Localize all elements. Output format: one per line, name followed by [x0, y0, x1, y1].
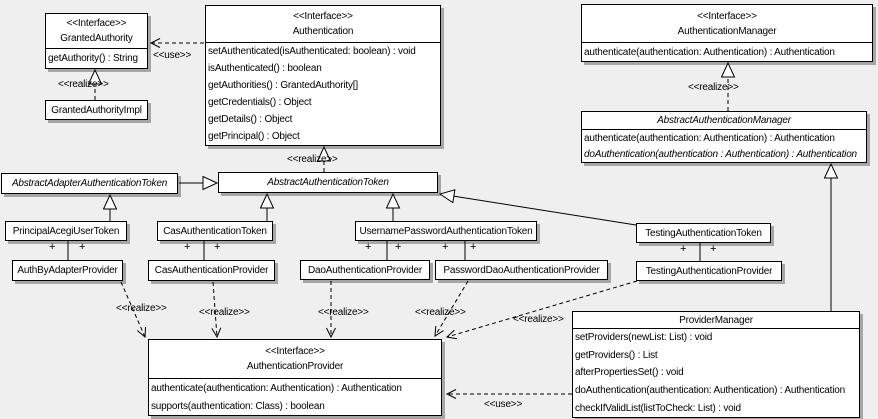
class-name: Authentication	[292, 26, 354, 37]
class-name: ProviderManager	[679, 314, 753, 326]
class-name: CasAuthenticationToken	[163, 225, 267, 237]
class-name: UsernamePasswordAuthenticationToken	[359, 225, 533, 237]
method-label: getProviders() : List	[575, 349, 658, 361]
edge-label-use: <<use>>	[484, 399, 523, 410]
method-label: setProviders(newList: List) : void	[575, 332, 713, 344]
multiplicity-plus: +	[680, 243, 687, 255]
class-name: CasAuthenticationProvider	[154, 265, 269, 276]
class-testing-authentication-provider[interactable]: TestingAuthenticationProvider	[636, 261, 782, 281]
multiplicity-plus: +	[214, 241, 221, 253]
class-name: AbstractAuthenticationManager	[657, 115, 791, 126]
class-auth-by-adapter-provider[interactable]: AuthByAdapterProvider	[12, 260, 123, 281]
edge-label-use: <<use>>	[153, 50, 192, 61]
method-label: getCredentials() : Object	[208, 97, 312, 108]
class-name: AuthByAdapterProvider	[17, 265, 118, 276]
method-label: getPrincipal() : Object	[208, 131, 300, 142]
class-cas-authentication-provider[interactable]: CasAuthenticationProvider	[148, 260, 275, 281]
class-name: GrantedAuthorityImpl	[51, 104, 142, 116]
class-authentication-manager[interactable]: <<Interface>> AuthenticationManager auth…	[581, 4, 873, 62]
class-testing-authentication-token[interactable]: TestingAuthenticationToken	[636, 223, 771, 243]
class-abstract-authentication-token[interactable]: AbstractAuthenticationToken	[218, 172, 438, 193]
method-label: getAuthority() : String	[48, 53, 138, 64]
multiplicity-plus: +	[442, 241, 449, 253]
class-authentication-provider[interactable]: <<Interface>> AuthenticationProvider aut…	[148, 339, 442, 416]
multiplicity-plus: +	[365, 241, 372, 253]
method-label: doAuthentication(authentication: Authent…	[575, 385, 845, 397]
class-name: AuthenticationProvider	[246, 361, 344, 372]
multiplicity-plus: +	[470, 241, 477, 253]
edge-label-realize: <<realize>>	[415, 307, 466, 318]
method-label: isAuthenticated() : boolean	[208, 63, 322, 74]
class-username-password-authentication-token[interactable]: UsernamePasswordAuthenticationToken	[355, 221, 537, 241]
edge-label-realize: <<realize>>	[688, 82, 739, 93]
class-abstract-adapter-authentication-token[interactable]: AbstractAdapterAuthenticationToken	[1, 173, 178, 194]
method-label: getAuthorities() : GrantedAuthority[]	[208, 80, 358, 91]
class-granted-authority[interactable]: <<Interface>> GrantedAuthority getAuthor…	[45, 13, 148, 69]
class-name: DaoAuthenticationProvider	[308, 264, 422, 276]
stereotype-label: <<Interface>>	[265, 346, 325, 357]
class-name: PrincipalAcegiUserToken	[12, 225, 120, 237]
method-label: authenticate(authentication: Authenticat…	[584, 46, 835, 58]
edge-label-realize: <<realize>>	[199, 307, 250, 318]
class-name: AbstractAuthenticationToken	[267, 177, 389, 188]
class-provider-manager[interactable]: ProviderManager setProviders(newList: Li…	[572, 311, 860, 418]
stereotype-label: <<Interface>>	[697, 10, 757, 22]
multiplicity-plus: +	[184, 241, 191, 253]
class-name: TestingAuthenticationProvider	[645, 265, 773, 277]
stereotype-label: <<Interface>>	[293, 11, 353, 22]
multiplicity-plus: +	[49, 241, 56, 253]
method-label: authenticate(authentication: Authenticat…	[584, 132, 835, 144]
method-label: supports(authentication: Class) : boolea…	[151, 400, 325, 412]
class-cas-authentication-token[interactable]: CasAuthenticationToken	[157, 221, 273, 241]
class-granted-authority-impl[interactable]: GrantedAuthorityImpl	[45, 100, 148, 120]
stereotype-label: <<Interface>>	[66, 18, 127, 29]
method-label: setAuthenticated(isAuthenticated: boolea…	[208, 46, 416, 57]
method-label: getDetails() : Object	[208, 114, 293, 125]
class-name: TestingAuthenticationToken	[645, 227, 762, 239]
class-name: GrantedAuthority	[60, 33, 133, 44]
multiplicity-plus: +	[710, 243, 717, 255]
class-authentication[interactable]: <<Interface>> Authentication setAuthenti…	[205, 5, 441, 146]
multiplicity-plus: +	[79, 241, 86, 253]
edge-label-realize: <<realize>>	[513, 314, 564, 325]
class-name: AuthenticationManager	[677, 25, 777, 37]
method-label: authenticate(authentication: Authenticat…	[151, 382, 402, 394]
edge-label-realize: <<realize>>	[318, 307, 369, 318]
class-abstract-authentication-manager[interactable]: AbstractAuthenticationManager authentica…	[581, 111, 867, 163]
method-label: checkIfValidList(listToCheck: List) : vo…	[575, 402, 741, 414]
class-dao-authentication-provider[interactable]: DaoAuthenticationProvider	[300, 260, 430, 280]
multiplicity-plus: +	[395, 241, 402, 253]
edge-label-realize: <<realize>>	[116, 303, 167, 314]
edge-label-realize: <<realize>>	[287, 154, 338, 165]
class-password-dao-authentication-provider[interactable]: PasswordDaoAuthenticationProvider	[435, 260, 608, 280]
class-name: PasswordDaoAuthenticationProvider	[443, 264, 600, 276]
method-label: afterPropertiesSet() : void	[575, 367, 684, 379]
method-label: doAuthentication(authentication : Authen…	[584, 148, 857, 160]
class-name: AbstractAdapterAuthenticationToken	[11, 178, 168, 189]
edge-label-realize: <<realize>>	[58, 79, 109, 90]
class-principal-acegi-user-token[interactable]: PrincipalAcegiUserToken	[5, 221, 127, 241]
